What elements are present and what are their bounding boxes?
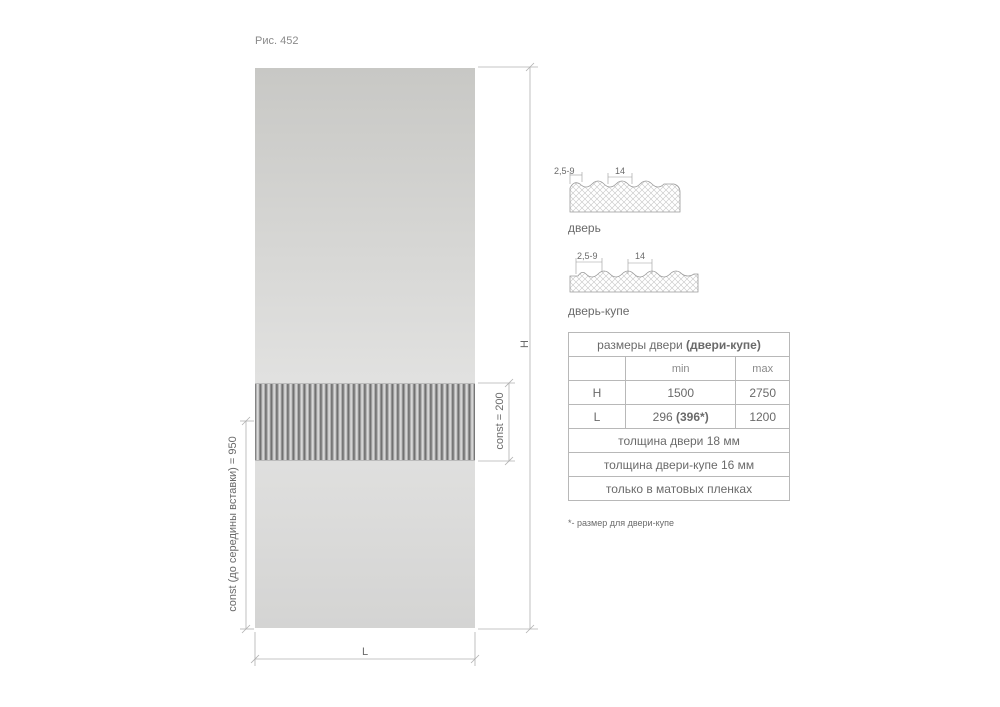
table-row: H 1500 2750 <box>568 380 790 405</box>
footnote: *- размер для двери-купе <box>568 518 674 528</box>
figure-label: Рис. 452 <box>255 35 299 47</box>
ribbed-insert <box>255 383 475 461</box>
table-title-bold: (двери-купе) <box>686 337 761 352</box>
table-row: L 296 (396*) 1200 <box>568 404 790 429</box>
row-param-l: L <box>568 404 626 429</box>
row-min-l-value: 296 <box>652 409 677 424</box>
height-dimension-label: H <box>519 340 531 348</box>
table-header-row: min max <box>568 356 790 381</box>
row-max-l: 1200 <box>735 404 790 429</box>
door-profile-caption: дверь <box>568 221 601 235</box>
insert-center-label: const (до середины вставки) = 950 <box>227 436 239 612</box>
door-profile-pitch-label: 14 <box>615 166 626 176</box>
width-dimension-label: L <box>361 646 369 658</box>
row-min-l: 296 (396*) <box>624 404 737 429</box>
table-note-row: толщина двери 18 мм <box>568 428 790 453</box>
note-door-thickness: толщина двери 18 мм <box>568 428 790 453</box>
row-param-h: H <box>568 380 626 405</box>
coupe-profile-drawing <box>569 258 699 293</box>
note-coupe-thickness: толщина двери-купе 16 мм <box>568 452 790 477</box>
table-title-row: размеры двери (двери-купе) <box>568 332 790 357</box>
door-sizes-table: размеры двери (двери-купе) min max H 150… <box>568 332 790 501</box>
door-profile-drawing <box>569 172 681 213</box>
table-header-max: max <box>735 356 790 381</box>
table-header-empty <box>568 356 626 381</box>
insert-height-label: const = 200 <box>494 392 506 450</box>
coupe-profile-pitch-label: 14 <box>635 251 646 261</box>
coupe-profile-caption: дверь-купе <box>568 304 630 318</box>
door-panel <box>255 68 475 628</box>
row-min-h: 1500 <box>624 380 737 405</box>
table-note-row: только в матовых пленках <box>568 476 790 501</box>
door-profile-step-label: 2,5-9 <box>554 166 575 176</box>
table-title: размеры двери (двери-купе) <box>568 332 790 357</box>
row-max-h: 2750 <box>735 380 790 405</box>
note-matte-films: только в матовых пленках <box>568 476 790 501</box>
coupe-profile-step-label: 2,5-9 <box>577 251 598 261</box>
row-min-l-coupe-value: (396*) <box>676 409 709 424</box>
table-note-row: толщина двери-купе 16 мм <box>568 452 790 477</box>
table-header-min: min <box>624 356 737 381</box>
table-title-prefix: размеры двери <box>597 337 687 352</box>
